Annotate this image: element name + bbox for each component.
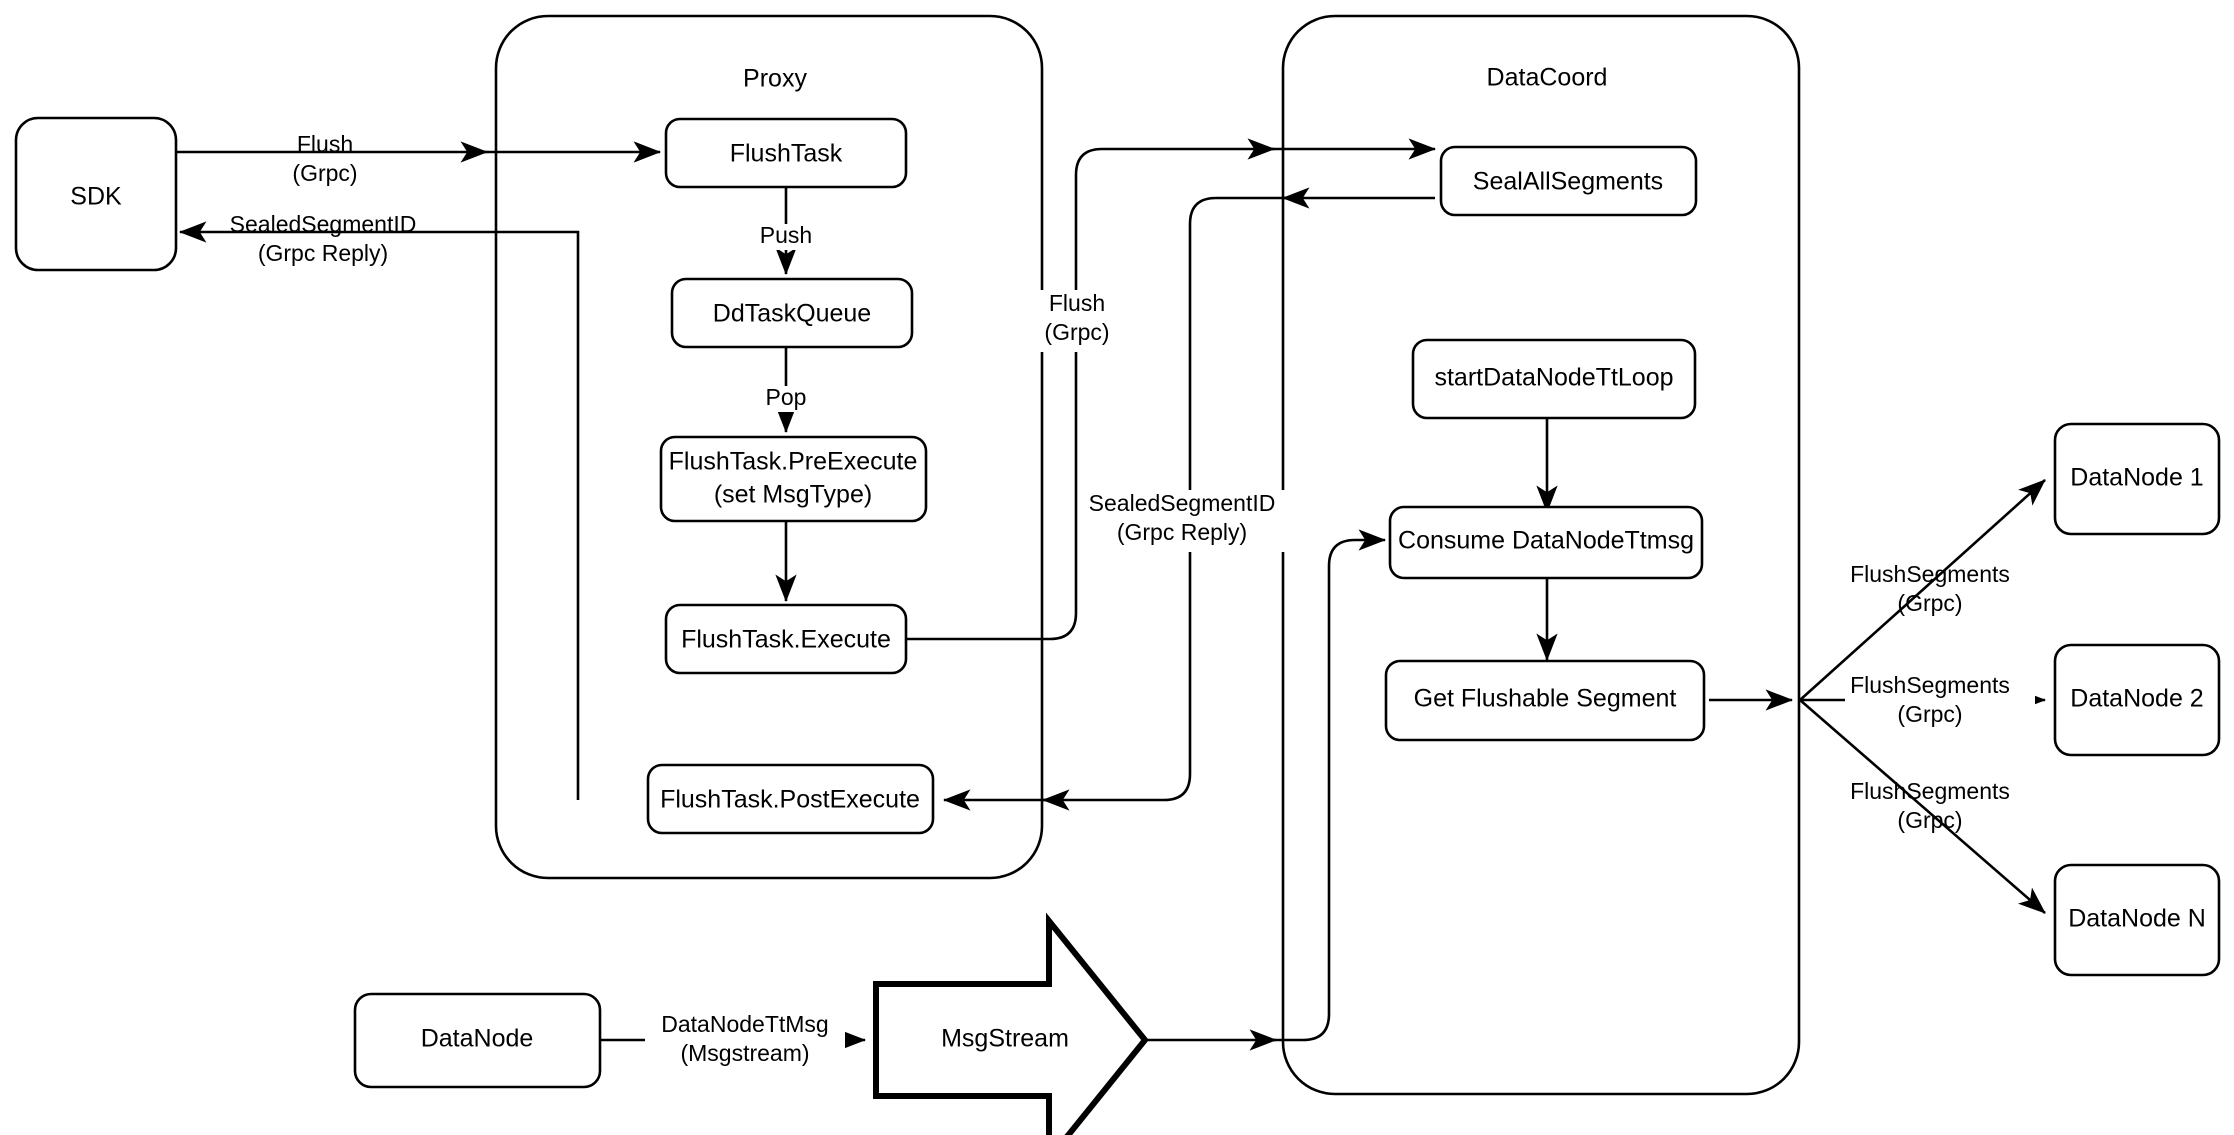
node-preexecute[interactable]: FlushTask.PreExecute (set MsgType) — [659, 435, 928, 523]
flushsegments-1-label-line2: (Grpc) — [1897, 590, 1962, 616]
edge-label-proxy-reply: SealedSegmentID (Grpc Reply) — [1089, 490, 1290, 552]
edge-label-flushsegments-2: FlushSegments (Grpc) — [1845, 672, 2035, 736]
startdatanodettloop-label: startDataNodeTtLoop — [1434, 364, 1673, 392]
datanodettmsg-label-line2: (Msgstream) — [680, 1040, 809, 1066]
consumedatanodettmsg-label: Consume DataNodeTtmsg — [1398, 527, 1694, 555]
sdk-reply-label-line2: (Grpc Reply) — [258, 240, 388, 266]
consumedatanodettmsg-box[interactable] — [1388, 505, 1704, 580]
edge-label-sdk-flush: Flush (Grpc) — [292, 131, 357, 186]
datanode2-box[interactable] — [2053, 643, 2221, 757]
node-postexecute[interactable]: FlushTask.PostExecute — [646, 763, 935, 835]
preexecute-label-line2: (set MsgType) — [714, 481, 872, 509]
edge-label-datanodettmsg: DataNodeTtMsg (Msgstream) — [645, 1010, 845, 1072]
postexecute-box[interactable] — [646, 763, 935, 835]
sdk-flush-label-line1: Flush — [297, 131, 353, 157]
edge-label-flushsegments-n: FlushSegments (Grpc) — [1850, 778, 2010, 833]
flushsegments-1-label-line1: FlushSegments — [1850, 561, 2010, 587]
datanode1-box[interactable] — [2053, 422, 2221, 536]
getflushablesegment-box[interactable] — [1384, 659, 1706, 742]
group-proxy: Proxy — [494, 14, 1044, 880]
sealallsegments-box[interactable] — [1439, 145, 1698, 217]
flushsegments-2-label-line1: FlushSegments — [1850, 672, 2010, 698]
node-datanode-bottom[interactable]: DataNode — [353, 992, 602, 1089]
flushsegments-2-label-line2: (Grpc) — [1897, 701, 1962, 727]
edge-label-sdk-reply: SealedSegmentID (Grpc Reply) — [230, 211, 417, 266]
datanode-bottom-label: DataNode — [421, 1025, 534, 1053]
edge-msgstream-to-consume — [1145, 529, 1387, 1042]
node-msgstream[interactable]: MsgStream — [873, 912, 1149, 1135]
node-getflushablesegment[interactable]: Get Flushable Segment — [1384, 659, 1706, 742]
flushtask-box[interactable] — [664, 117, 908, 189]
node-datanode1[interactable]: DataNode 1 — [2053, 422, 2221, 536]
node-consumedatanodettmsg[interactable]: Consume DataNodeTtmsg — [1388, 505, 1704, 580]
datacoord-group-label: DataCoord — [1487, 64, 1608, 92]
datanode1-label: DataNode 1 — [2070, 464, 2203, 492]
node-execute[interactable]: FlushTask.Execute — [664, 603, 908, 675]
startdatanodettloop-box[interactable] — [1411, 338, 1697, 420]
edge-label-proxy-flush: Flush (Grpc) — [1032, 290, 1122, 352]
node-sealallsegments[interactable]: SealAllSegments — [1439, 145, 1698, 217]
proxy-flush-label-line2: (Grpc) — [1044, 319, 1109, 345]
msgstream-arrow-shape[interactable] — [873, 912, 1149, 1135]
edge-proxy-to-sdk-reply — [178, 221, 580, 800]
node-datanoden[interactable]: DataNode N — [2053, 863, 2221, 977]
ddtaskqueue-box[interactable] — [670, 277, 914, 349]
pop-label: Pop — [766, 384, 807, 410]
execute-label: FlushTask.Execute — [681, 626, 891, 654]
datacoord-container — [1281, 14, 1801, 1096]
edge-label-flushsegments-1: FlushSegments (Grpc) — [1850, 561, 2010, 616]
getflushablesegment-label: Get Flushable Segment — [1414, 685, 1677, 713]
edge-label-push: Push — [753, 222, 819, 250]
datanodettmsg-label-line1: DataNodeTtMsg — [661, 1011, 828, 1037]
sealallsegments-label: SealAllSegments — [1473, 168, 1663, 196]
proxy-group-label: Proxy — [743, 65, 807, 93]
node-ddtaskqueue[interactable]: DdTaskQueue — [670, 277, 914, 349]
node-flushtask[interactable]: FlushTask — [664, 117, 908, 189]
sdk-box[interactable] — [14, 116, 178, 272]
sdk-reply-label-line1: SealedSegmentID — [230, 211, 417, 237]
ddtaskqueue-label: DdTaskQueue — [713, 300, 871, 328]
edge-hub-to-datanoden — [1799, 699, 2046, 914]
edge-execute-to-sealallsegments — [907, 138, 1437, 641]
datanode2-label: DataNode 2 — [2070, 685, 2203, 713]
proxy-reply-label-line1: SealedSegmentID — [1089, 490, 1276, 516]
msgstream-label: MsgStream — [941, 1025, 1069, 1053]
proxy-flush-label-line1: Flush — [1049, 290, 1105, 316]
proxy-reply-label-line2: (Grpc Reply) — [1117, 519, 1247, 545]
sdk-flush-label-line2: (Grpc) — [292, 160, 357, 186]
proxy-container — [494, 14, 1044, 880]
flushsegments-n-label-line1: FlushSegments — [1850, 778, 2010, 804]
push-label: Push — [760, 222, 812, 248]
preexecute-label-line1: FlushTask.PreExecute — [669, 448, 918, 476]
preexecute-box[interactable] — [659, 435, 928, 523]
node-sdk[interactable]: SDK — [14, 116, 178, 272]
flushtask-label: FlushTask — [730, 140, 843, 168]
node-startdatanodettloop[interactable]: startDataNodeTtLoop — [1411, 338, 1697, 420]
edge-hub-to-datanode1 — [1799, 479, 2046, 701]
sdk-label: SDK — [70, 183, 122, 211]
execute-box[interactable] — [664, 603, 908, 675]
flushsegments-n-label-line2: (Grpc) — [1897, 807, 1962, 833]
edge-label-pop: Pop — [757, 384, 815, 412]
group-datacoord: DataCoord — [1281, 14, 1801, 1096]
datanode-bottom-box[interactable] — [353, 992, 602, 1089]
datanoden-box[interactable] — [2053, 863, 2221, 977]
postexecute-label: FlushTask.PostExecute — [660, 786, 920, 814]
node-datanode2[interactable]: DataNode 2 — [2053, 643, 2221, 757]
datanoden-label: DataNode N — [2068, 905, 2206, 933]
